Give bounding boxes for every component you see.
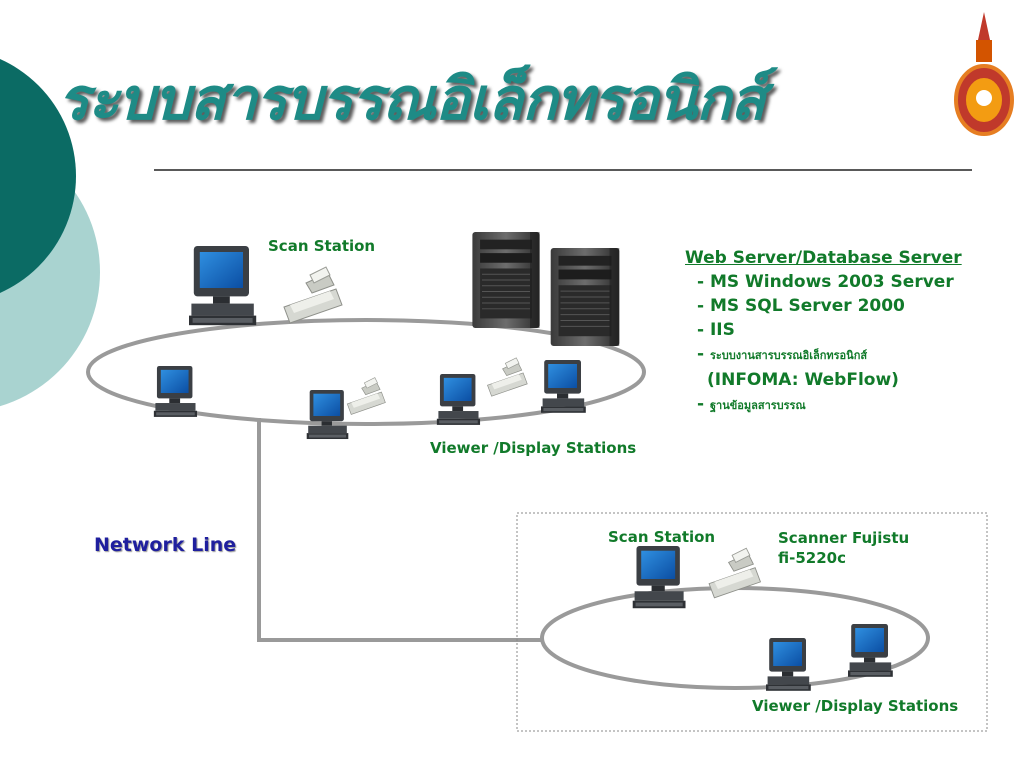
thai-system-text: ระบบงานสารบรรณอิเล็กทรอนิกส์ <box>709 349 868 362</box>
scanner-model-line1: Scanner Fujistu <box>778 529 910 547</box>
server-icon <box>471 232 541 328</box>
server-info-item: - IIS <box>697 320 735 340</box>
server-info-item: - ฐานข้อมูลสารบรรณ <box>685 392 962 418</box>
scanner-model-line2: fi-5220c <box>778 549 846 567</box>
computer-icon <box>189 246 257 326</box>
server-info-heading: Web Server/Database Server <box>685 248 962 268</box>
network-ring-top <box>86 318 646 426</box>
scanner-model-label: Scanner Fujistu fi-5220c <box>778 528 909 568</box>
server-info: Web Server/Database Server - MS Windows … <box>685 246 962 418</box>
thai-db-text: ฐานข้อมูลสารบรรณ <box>709 399 806 412</box>
viewer-stations-label-bottom: Viewer /Display Stations <box>752 697 959 715</box>
network-line <box>257 418 543 642</box>
computer-icon <box>541 360 586 413</box>
computer-icon <box>153 366 198 417</box>
scan-station-label-bottom: Scan Station <box>608 528 716 546</box>
server-info-item: - ระบบงานสารบรรณอิเล็กทรอนิกส์ <box>685 342 962 368</box>
scanner-icon <box>283 266 343 324</box>
page-title: ระบบสารบรรณอิเล็กทรอนิกส์ <box>58 65 766 133</box>
network-line-label: Network Line <box>94 534 237 556</box>
scan-station-label-top: Scan Station <box>268 237 376 255</box>
computer-icon <box>848 624 893 677</box>
server-info-item: (INFOMA: WebFlow) <box>707 370 899 390</box>
scanner-icon <box>346 377 386 415</box>
computer-icon <box>306 390 349 440</box>
computer-icon <box>766 638 811 691</box>
server-info-item: - MS SQL Server 2000 <box>697 296 905 316</box>
server-info-item: - MS Windows 2003 Server <box>697 272 954 292</box>
scanner-icon <box>487 357 528 397</box>
university-emblem-logo <box>954 12 1014 136</box>
computer-icon <box>632 546 686 609</box>
computer-icon <box>436 374 481 425</box>
dash: - <box>697 394 705 414</box>
scanner-icon <box>708 547 761 599</box>
server-icon <box>550 248 620 346</box>
viewer-stations-label-top: Viewer /Display Stations <box>430 439 637 457</box>
teal-dark-circle <box>0 59 76 293</box>
dash: - <box>697 344 705 364</box>
